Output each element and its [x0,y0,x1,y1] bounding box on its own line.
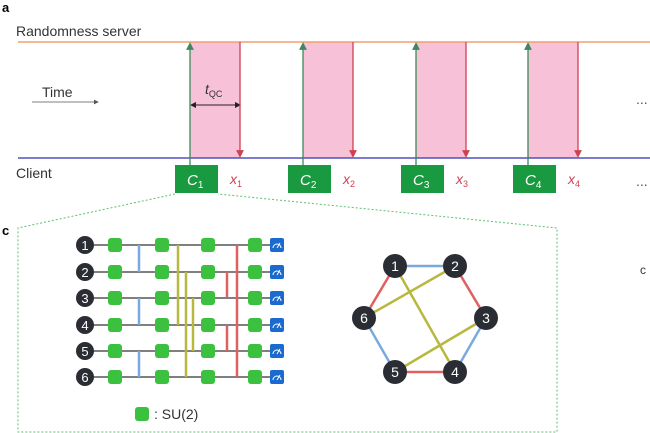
su2-gate [201,291,215,305]
qubit-label: 3 [81,291,88,306]
quantum-circuit: 1 2 3 4 5 6 [76,236,284,386]
su2-gate [155,344,169,358]
measurement-gate [270,291,284,305]
time-label: Time [42,84,73,100]
graph-node-label: 3 [482,310,490,326]
quantum-compute-intervals [190,42,578,158]
su2-gate [155,318,169,332]
su2-gate [155,291,169,305]
compute-interval [190,42,240,158]
compute-interval [528,42,578,158]
yellow-edge [393,265,457,373]
qubit-node [76,263,94,281]
measurement-gate [270,265,284,279]
meter-icon [272,322,282,329]
panel-c-label: c [2,223,9,238]
qubit-label: 6 [81,370,88,385]
coupling-graph: 1 2 3 4 5 6 [352,254,498,384]
zoom-outline [17,193,558,433]
graph-node [352,306,376,330]
graph-node-label: 5 [391,364,399,380]
qubit-node [76,316,94,334]
qubit-node [76,236,94,254]
graph-node-label: 1 [391,258,399,274]
output-label: x2 [342,171,355,189]
su2-gate [201,265,215,279]
ellipsis-top: ... [636,91,648,107]
yellow-edge [363,264,456,320]
measurement-gate [270,344,284,358]
compute-interval [416,42,466,158]
panel-a-label: a [2,0,10,15]
measurement-gate [270,318,284,332]
su2-gate [155,265,169,279]
graph-node [474,306,498,330]
tqc-label: tQC [205,81,223,99]
server-label: Randomness server [16,23,142,39]
measurement-gate [270,370,284,384]
circuit-box [175,165,218,193]
qubit-node [76,368,94,386]
graph-node [443,254,467,278]
compute-interval [303,42,353,158]
ellipsis-bottom: ... [636,173,648,189]
su2-gate [248,291,262,305]
su2-legend-swatch [135,407,149,421]
meter-icon [272,374,282,381]
circuit-box [288,165,331,193]
su2-gate [108,238,122,252]
meter-icon [272,242,282,249]
circuit-box [513,165,556,193]
meter-icon [272,295,282,302]
su2-gate [108,344,122,358]
su2-gate [201,344,215,358]
output-label: x3 [455,171,468,189]
graph-node-label: 6 [360,310,368,326]
graph-node [383,254,407,278]
client-label: Client [16,165,52,181]
graph-node [383,360,407,384]
circuit-label: C4 [525,172,542,191]
yellow-edge [394,316,487,374]
graph-node [443,360,467,384]
circuit-label: C1 [187,172,204,191]
qubit-label: 1 [81,238,88,253]
su2-gate [248,265,262,279]
measurement-gate [270,238,284,252]
su2-gate [108,318,122,332]
su2-gate [155,238,169,252]
circuit-label: C2 [300,172,317,191]
su2-gate [108,370,122,384]
circuit-label: C3 [413,172,430,191]
su2-gate [248,318,262,332]
su2-gate [201,238,215,252]
su2-gate [201,370,215,384]
meter-icon [272,348,282,355]
graph-node-label: 4 [451,364,459,380]
output-label: x1 [229,171,242,189]
su2-gate [155,370,169,384]
qubit-label: 5 [81,344,88,359]
circuit-box [401,165,444,193]
su2-gate [248,370,262,384]
output-label: x4 [567,171,580,189]
stray-label: c [640,263,646,277]
su2-gate [248,238,262,252]
su2-gate [201,318,215,332]
su2-gate [248,344,262,358]
su2-legend-label: : SU(2) [154,406,198,422]
qubit-node [76,289,94,307]
qubit-label: 2 [81,265,88,280]
qubit-node [76,342,94,360]
qubit-label: 4 [81,318,88,333]
graph-node-label: 2 [451,258,459,274]
meter-icon [272,269,282,276]
su2-gate [108,291,122,305]
su2-gate [108,265,122,279]
